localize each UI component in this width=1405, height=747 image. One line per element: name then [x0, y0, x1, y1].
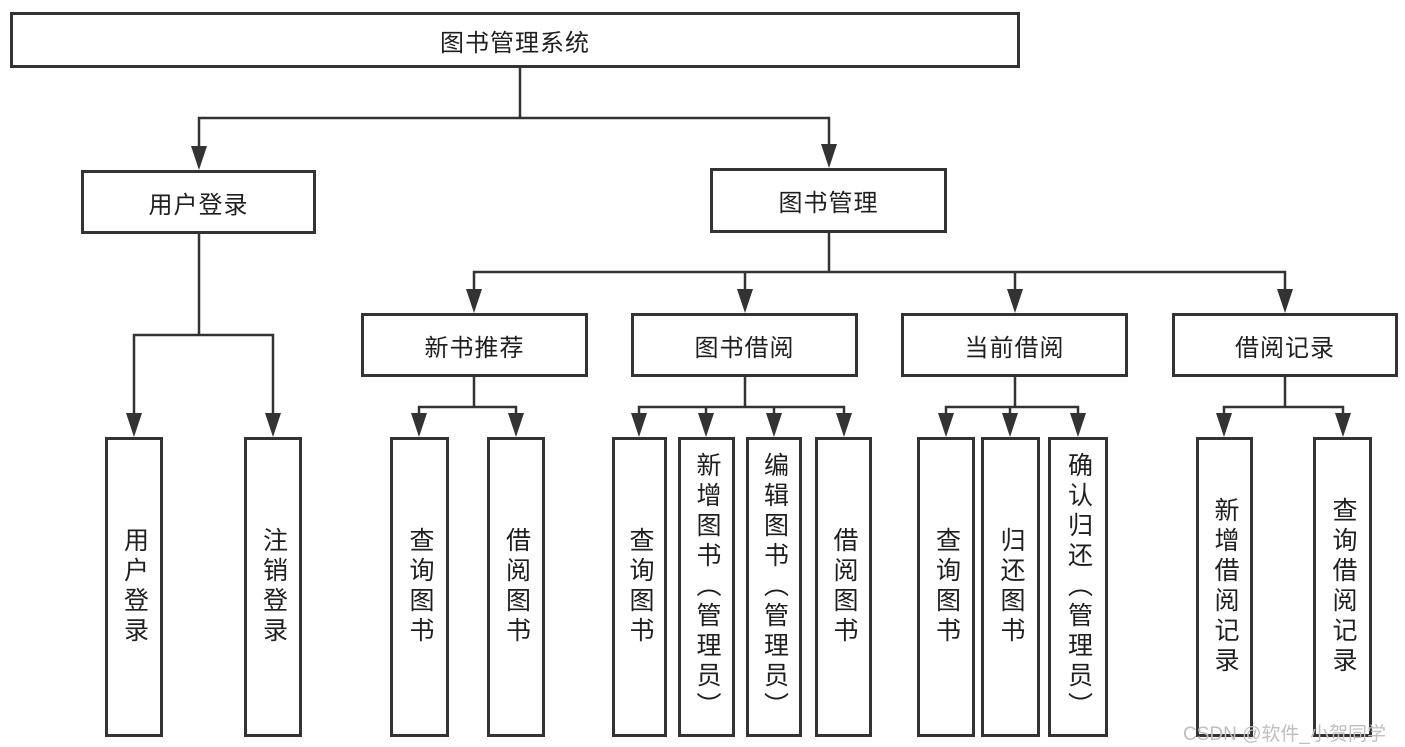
leaf-query-borrow-record: 查询借阅记录: [1313, 437, 1372, 737]
leaf-recommend-borrow-books-label: 借阅图书: [502, 527, 531, 647]
node-library-system-root: 图书管理系统: [10, 12, 1020, 68]
node-book-management-label: 图书管理: [778, 190, 879, 217]
leaf-current-query-books-label: 查询图书: [932, 527, 961, 647]
leaf-recommend-borrow-books: 借阅图书: [487, 437, 545, 737]
leaf-confirm-return-admin: 确认归还（管理员）: [1048, 437, 1108, 737]
csdn-watermark: CSDN @软件_小贺同学: [1183, 724, 1386, 745]
leaf-edit-book-admin: 编辑图书（管理员）: [746, 437, 802, 737]
node-user-login-label: 用户登录: [148, 191, 249, 219]
leaf-add-book-admin: 新增图书（管理员）: [678, 437, 735, 737]
leaf-logout: 注销登录: [244, 437, 302, 737]
leaf-confirm-return-admin-label: 确认归还（管理员）: [1064, 452, 1093, 722]
node-book-borrowing-label: 图书借阅: [694, 334, 795, 362]
leaf-user-login: 用户登录: [105, 437, 163, 737]
leaf-edit-book-admin-label: 编辑图书（管理员）: [760, 452, 789, 722]
leaf-recommend-query-books: 查询图书: [390, 437, 449, 737]
leaf-logout-label: 注销登录: [259, 527, 288, 647]
node-borrowing-records-label: 借阅记录: [1235, 334, 1335, 362]
leaf-user-login-label: 用户登录: [120, 527, 149, 647]
node-library-system-root-label: 图书管理系统: [440, 29, 590, 57]
leaf-borrowing-query-books-label: 查询图书: [626, 527, 654, 647]
leaf-return-books: 归还图书: [981, 437, 1040, 737]
leaf-borrowing-borrow-books: 借阅图书: [815, 437, 872, 737]
node-current-borrowing: 当前借阅: [901, 313, 1128, 377]
node-new-book-recommendation-label: 新书推荐: [424, 334, 525, 362]
leaf-recommend-query-books-label: 查询图书: [406, 527, 434, 647]
leaf-borrowing-borrow-books-label: 借阅图书: [830, 527, 858, 647]
node-borrowing-records: 借阅记录: [1172, 313, 1398, 377]
node-book-management: 图书管理: [710, 168, 947, 233]
leaf-return-books-label: 归还图书: [997, 527, 1025, 647]
leaf-query-borrow-record-label: 查询借阅记录: [1329, 497, 1357, 677]
leaf-add-book-admin-label: 新增图书（管理员）: [693, 452, 721, 722]
leaf-borrowing-query-books: 查询图书: [612, 437, 667, 737]
node-new-book-recommendation: 新书推荐: [361, 313, 588, 377]
leaf-add-borrow-record-label: 新增借阅记录: [1211, 497, 1239, 677]
node-user-login: 用户登录: [81, 170, 316, 234]
node-book-borrowing: 图书借阅: [631, 313, 858, 377]
node-current-borrowing-label: 当前借阅: [964, 334, 1065, 362]
leaf-current-query-books: 查询图书: [917, 437, 975, 737]
leaf-add-borrow-record: 新增借阅记录: [1196, 437, 1253, 737]
